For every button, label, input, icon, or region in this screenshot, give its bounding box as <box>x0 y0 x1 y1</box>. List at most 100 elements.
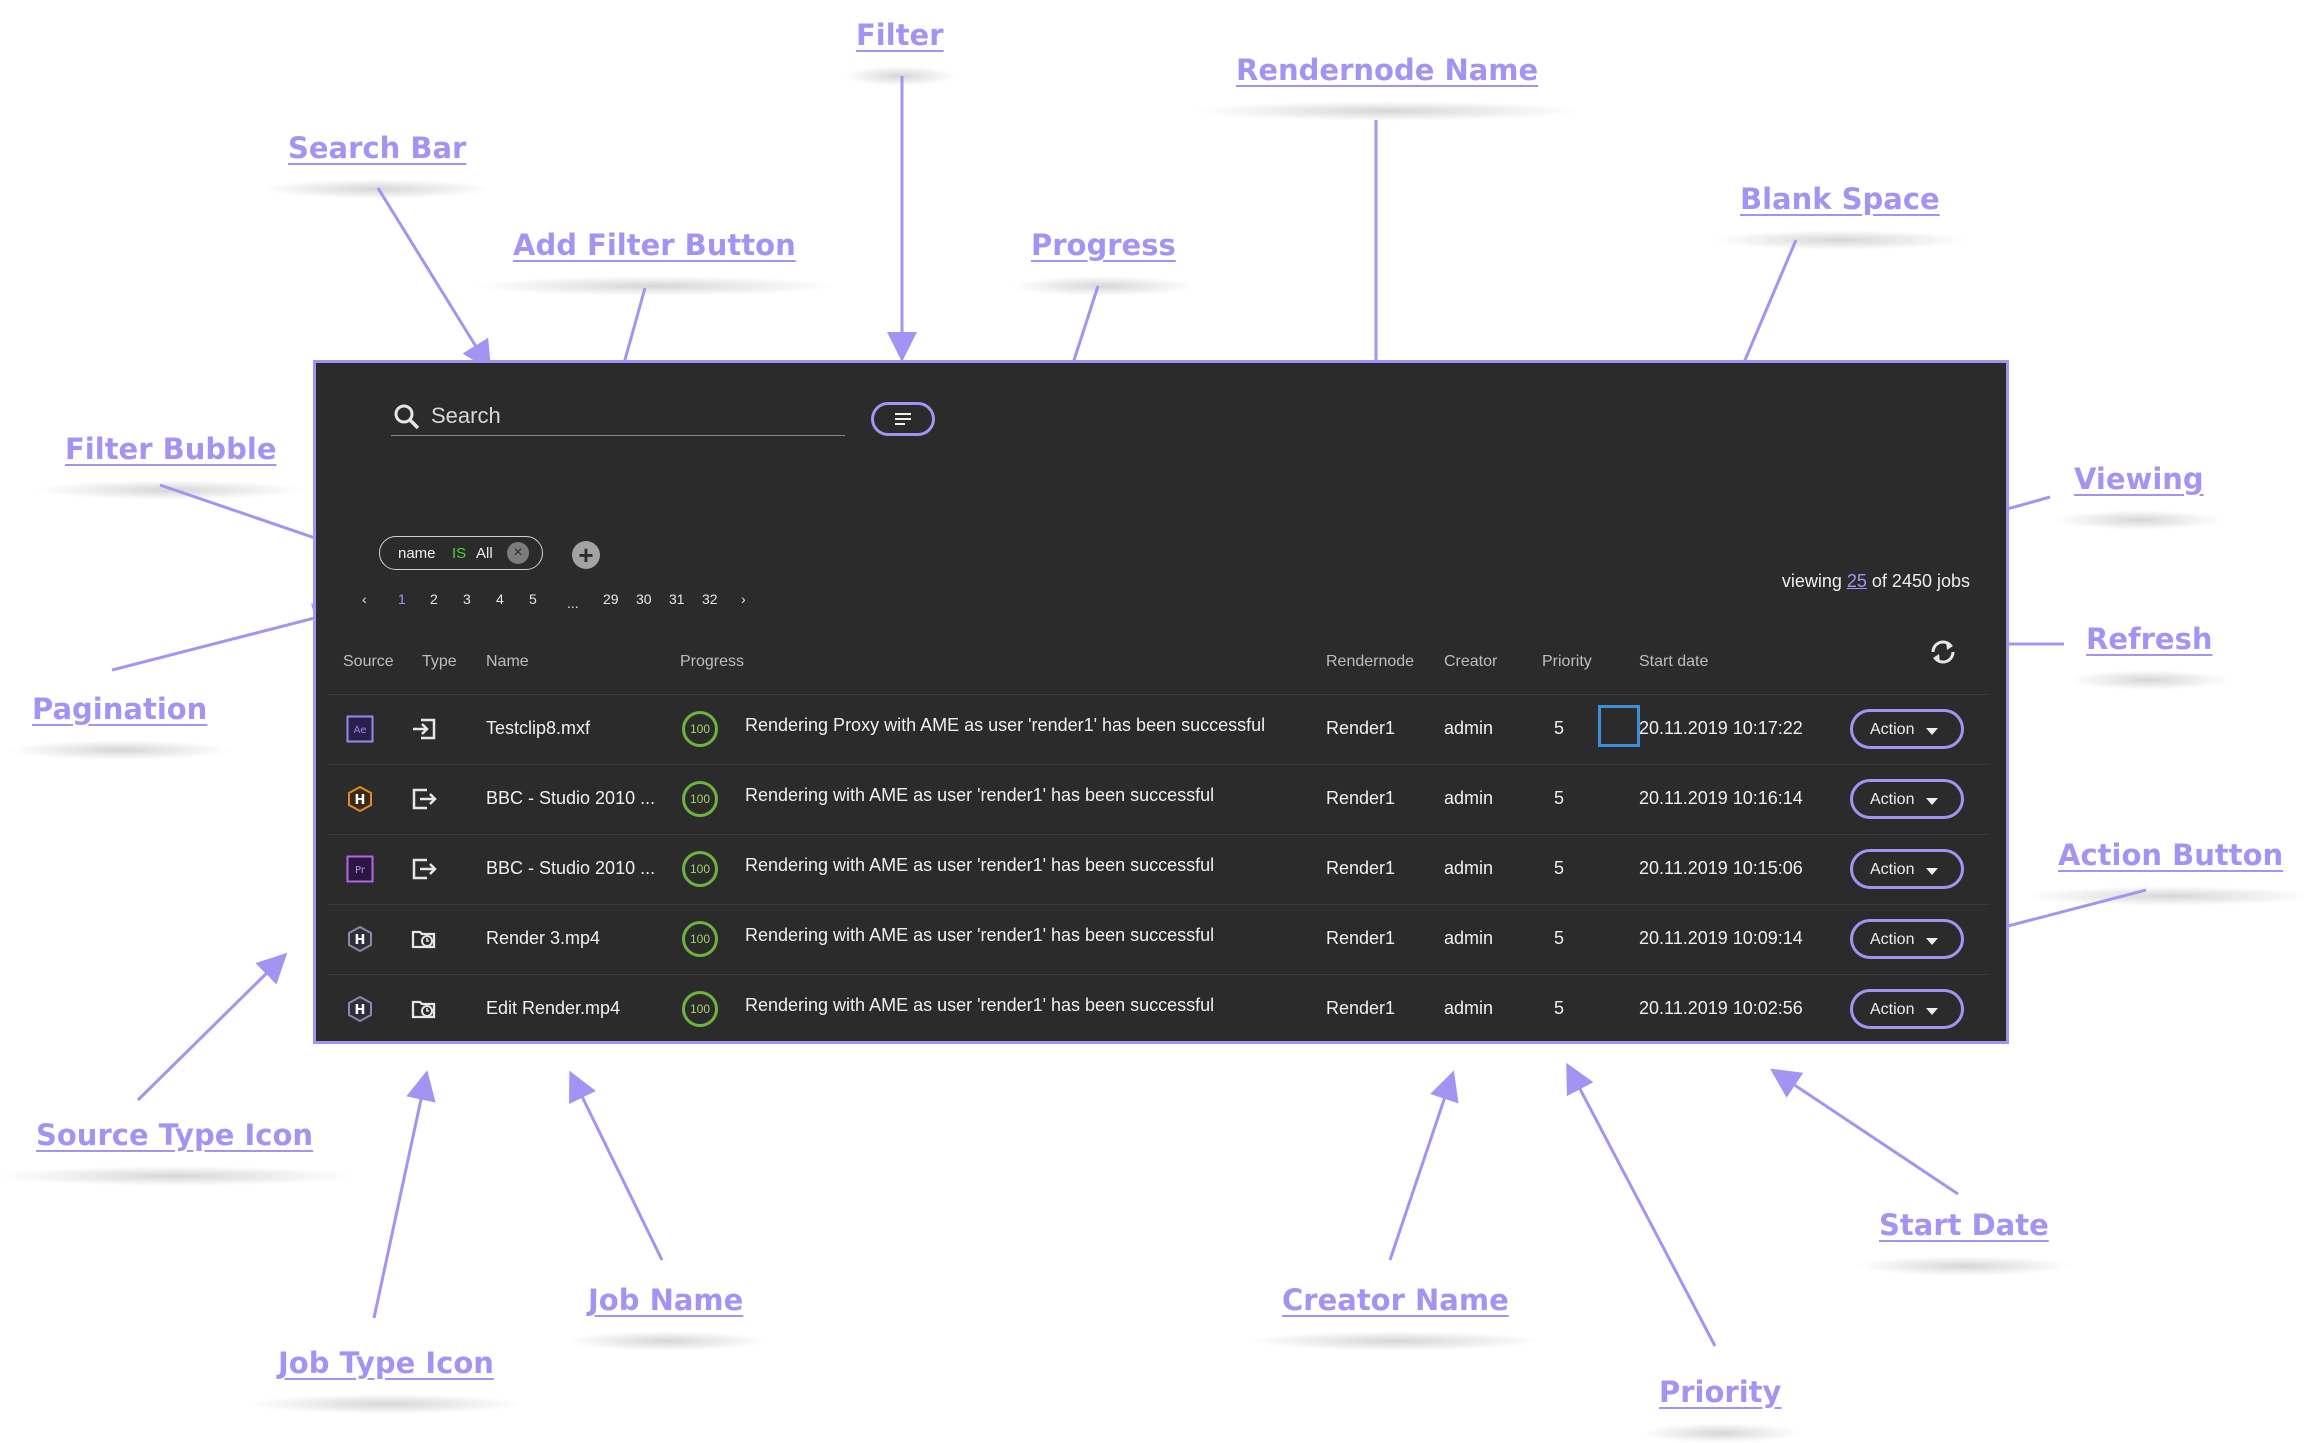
start-date: 20.11.2019 10:16:14 <box>1639 788 1803 808</box>
annotation-job-name: Job Name <box>564 1283 767 1351</box>
action-label: Action <box>1870 791 1915 808</box>
col-rendernode[interactable]: Rendernode <box>1326 653 1415 670</box>
page-link[interactable]: 32 <box>702 591 718 607</box>
caret-down-icon <box>1926 798 1938 805</box>
annotation-source-type-icon: Source Type Icon <box>0 1118 355 1186</box>
filter-field: name <box>398 545 436 562</box>
annotation-refresh: Refresh <box>2067 622 2231 690</box>
annotation-add-filter-button: Add Filter Button <box>470 228 838 296</box>
action-button[interactable]: Action <box>1850 849 1964 889</box>
import-icon <box>413 718 436 740</box>
annotation-pagination: Pagination <box>5 692 235 760</box>
viewing-count: viewing 25 of 2450 jobs <box>1782 571 1970 592</box>
caret-down-icon <box>1926 938 1938 945</box>
col-name[interactable]: Name <box>486 653 529 670</box>
table-row[interactable]: Ae Testclip8.mxf 100 Rendering Proxy wit… <box>328 694 1988 765</box>
progress-message: Rendering with AME as user 'render1' has… <box>745 925 1215 945</box>
export-icon <box>412 788 437 810</box>
annotation-filter-bubble: Filter Bubble <box>33 432 308 500</box>
annotation-job-type-icon: Job Type Icon <box>245 1346 527 1414</box>
creator-name: admin <box>1444 928 1494 948</box>
action-button[interactable]: Action <box>1850 709 1964 749</box>
hive-icon: H <box>348 785 372 813</box>
page-link[interactable]: 3 <box>463 591 471 607</box>
priority-value: 5 <box>1554 718 1565 738</box>
filter-operator: IS <box>452 545 467 562</box>
creator-name: admin <box>1444 788 1494 808</box>
progress-ring: 100 <box>682 991 718 1027</box>
col-progress[interactable]: Progress <box>680 653 745 670</box>
page-current[interactable]: 1 <box>398 591 406 607</box>
export-icon <box>412 858 437 880</box>
rendernode-name: Render1 <box>1326 998 1396 1018</box>
action-label: Action <box>1870 1001 1915 1018</box>
page-link[interactable]: 30 <box>636 591 652 607</box>
annotation-progress: Progress <box>1009 228 1198 296</box>
annotation-rendernode-name: Rendernode Name <box>1190 53 1584 121</box>
start-date: 20.11.2019 10:15:06 <box>1639 858 1803 878</box>
start-date: 20.11.2019 10:09:14 <box>1639 928 1803 948</box>
search-input[interactable]: Search <box>431 403 501 428</box>
filter-button[interactable] <box>871 402 935 436</box>
creator-name: admin <box>1444 998 1494 1018</box>
prev-page-button[interactable]: ‹ <box>362 591 367 607</box>
progress-ring: 100 <box>682 711 718 747</box>
action-label: Action <box>1870 931 1915 948</box>
annotation-filter: Filter <box>842 18 957 86</box>
page-link[interactable]: 29 <box>603 591 619 607</box>
page-link[interactable]: 5 <box>529 591 537 607</box>
priority-value: 5 <box>1554 858 1565 878</box>
page-link[interactable]: 2 <box>430 591 438 607</box>
col-priority[interactable]: Priority <box>1542 653 1592 670</box>
progress-message: Rendering with AME as user 'render1' has… <box>745 995 1215 1015</box>
col-creator[interactable]: Creator <box>1444 653 1498 670</box>
action-button[interactable]: Action <box>1850 989 1964 1029</box>
creator-name: admin <box>1444 718 1494 738</box>
progress-message: Rendering with AME as user 'render1' has… <box>745 855 1215 875</box>
scheduled-folder-icon <box>411 1000 436 1019</box>
after-effects-icon: Ae <box>346 715 374 743</box>
action-button[interactable]: Action <box>1850 779 1964 819</box>
col-source[interactable]: Source <box>343 653 394 670</box>
start-date: 20.11.2019 10:17:22 <box>1639 718 1803 738</box>
caret-down-icon <box>1926 1008 1938 1015</box>
source-label: H <box>355 793 366 808</box>
viewing-page-size[interactable]: 25 <box>1846 571 1867 591</box>
rendernode-name: Render1 <box>1326 858 1396 878</box>
remove-filter-icon[interactable]: × <box>507 542 529 564</box>
progress-ring: 100 <box>682 921 718 957</box>
action-label: Action <box>1870 721 1915 738</box>
source-label: H <box>355 1003 366 1018</box>
add-filter-button[interactable]: + <box>572 541 600 569</box>
action-button[interactable]: Action <box>1850 919 1964 959</box>
annotation-action-button: Action Button <box>2024 838 2304 906</box>
rendernode-name: Render1 <box>1326 718 1396 738</box>
annotation-blank-space: Blank Space <box>1710 182 1970 250</box>
viewing-prefix: viewing <box>1781 571 1842 591</box>
creator-name: admin <box>1444 858 1494 878</box>
search-bar[interactable]: Search <box>391 397 845 436</box>
next-page-button[interactable]: › <box>741 591 746 607</box>
page-link[interactable]: 4 <box>496 591 504 607</box>
table-row[interactable]: H BBC - Studio 2010 ... 100 Rendering wi… <box>328 764 1988 835</box>
annotation-search-bar: Search Bar <box>261 131 494 199</box>
table-row[interactable]: H Render 3.mp4 100 Rendering with AME as… <box>328 904 1988 975</box>
filter-lines-icon <box>895 413 911 425</box>
priority-value: 5 <box>1554 788 1565 808</box>
jobs-panel: Search name IS All × + ‹ 1 2 3 4 5 ... 2… <box>313 360 2009 1044</box>
premiere-icon: Pr <box>346 855 374 883</box>
page-link[interactable]: 31 <box>669 591 685 607</box>
table-row[interactable]: H Edit Render.mp4 100 Rendering with AME… <box>328 974 1988 1045</box>
filter-bubble[interactable]: name IS All × <box>379 536 543 570</box>
table-row[interactable]: Pr BBC - Studio 2010 ... 100 Rendering w… <box>328 834 1988 905</box>
hive-icon: H <box>348 995 372 1023</box>
col-start-date[interactable]: Start date <box>1639 653 1709 670</box>
annotation-priority: Priority <box>1640 1375 1801 1443</box>
annotation-creator-name: Creator Name <box>1248 1283 1543 1351</box>
col-type[interactable]: Type <box>422 653 457 670</box>
annotation-start-date: Start Date <box>1853 1208 2074 1276</box>
job-name: BBC - Studio 2010 ... <box>486 788 656 808</box>
source-label: Pr <box>355 865 366 876</box>
caret-down-icon <box>1926 868 1938 875</box>
refresh-icon[interactable] <box>1926 635 1960 669</box>
